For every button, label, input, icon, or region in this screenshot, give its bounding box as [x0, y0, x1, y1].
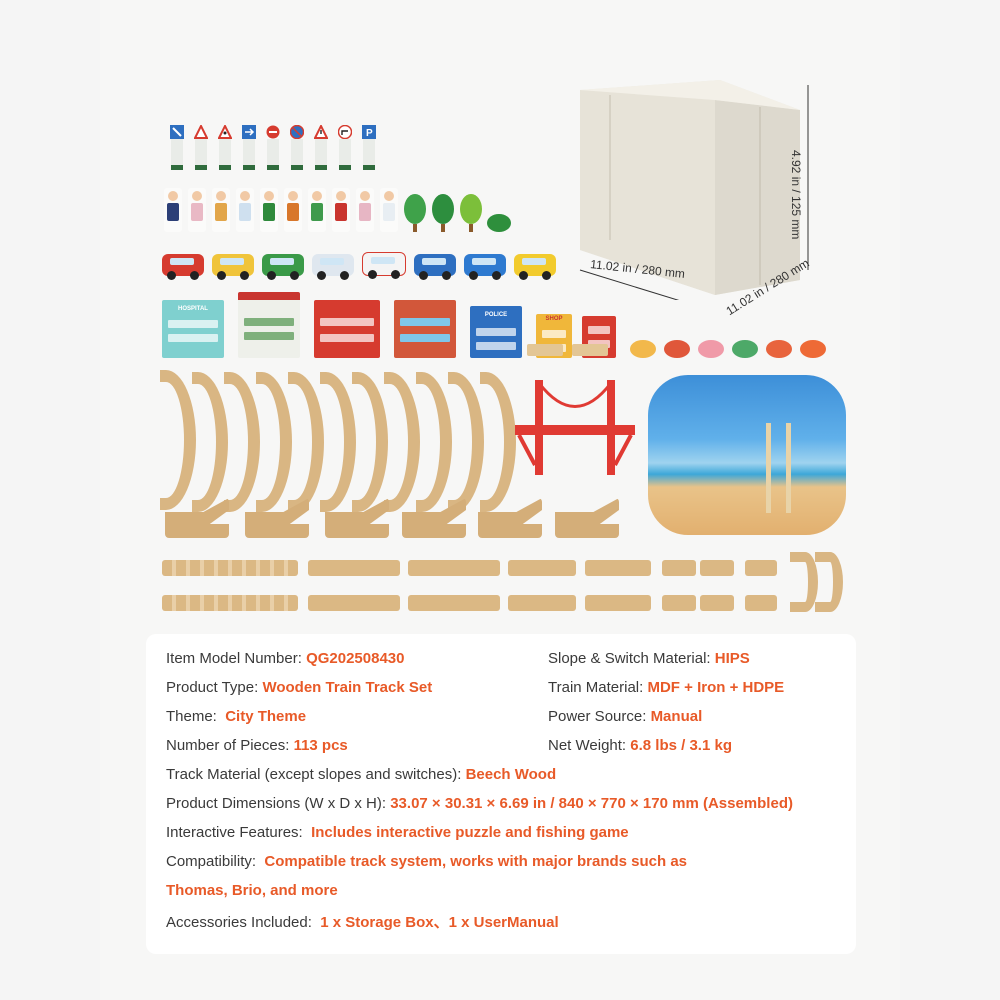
spec-dimensions: Product Dimensions (W x D x H): 33.07 × …	[166, 795, 793, 812]
turtle-figure	[732, 340, 758, 358]
stop-icon	[266, 125, 280, 139]
tree-piece	[404, 194, 426, 232]
clownfish-figure	[800, 340, 826, 358]
spec-product-type: Product Type: Wooden Train Track Set	[166, 679, 433, 696]
road-sign	[240, 125, 258, 170]
ice-cream-truck	[312, 254, 354, 280]
person-figure	[212, 188, 230, 232]
road-signs-row: P	[168, 125, 384, 170]
no-parking-icon	[290, 125, 304, 139]
shop-sign: SHOP	[545, 316, 563, 322]
police-sign: POLICE	[484, 312, 508, 318]
police-car	[464, 254, 506, 280]
tree-piece	[432, 194, 454, 232]
hospital-building: HOSPITAL	[162, 300, 224, 358]
straight-track	[662, 560, 696, 576]
spec-interactive: Interactive Features: Includes interacti…	[166, 824, 629, 841]
spec-compatibility-cont: Thomas, Brio, and more	[166, 882, 338, 899]
yellow-car	[212, 254, 254, 280]
spec-slope-material: Slope & Switch Material: HIPS	[548, 650, 750, 667]
fire-truck	[162, 254, 204, 280]
turn-arrow-icon	[338, 125, 352, 139]
svg-text:P: P	[366, 128, 373, 139]
straight-track	[308, 560, 400, 576]
straight-track	[508, 595, 576, 611]
taxi	[514, 254, 556, 280]
person-figure	[380, 188, 398, 232]
parking-icon: P	[362, 125, 376, 139]
person-figure	[284, 188, 302, 232]
starfish-figure	[630, 340, 656, 358]
octopus-figure	[698, 340, 724, 358]
warning-triangle-icon	[194, 125, 208, 139]
fire-station-building	[314, 300, 380, 358]
road-sign	[216, 125, 234, 170]
bridge-piece	[515, 380, 635, 475]
straight-track	[162, 595, 298, 611]
figures-row	[164, 188, 516, 232]
road-sign	[168, 125, 186, 170]
crab-figure	[664, 340, 690, 358]
beach-puzzle	[648, 375, 846, 535]
spec-track-material: Track Material (except slopes and switch…	[166, 766, 557, 783]
spec-net-weight: Net Weight: 6.8 lbs / 3.1 kg	[548, 737, 732, 754]
spec-theme: Theme: City Theme	[166, 708, 307, 725]
straight-track	[308, 595, 400, 611]
road-sign	[192, 125, 210, 170]
person-figure	[260, 188, 278, 232]
person-figure	[356, 188, 374, 232]
ambulance	[362, 252, 406, 279]
town-hall-building	[238, 292, 300, 358]
straight-track	[745, 595, 777, 611]
straight-track	[700, 560, 734, 576]
vehicles-row	[162, 252, 564, 280]
spec-accessories: Accessories Included: 1 x Storage Box、1 …	[166, 914, 559, 931]
spec-train-material: Train Material: MDF + Iron + HDPE	[548, 679, 785, 696]
spec-model: Item Model Number: QG202508430	[166, 650, 405, 667]
blue-van	[414, 254, 456, 280]
road-sign	[264, 125, 282, 170]
box-height-label: 4.92 in / 125 mm	[789, 150, 803, 240]
straight-track	[162, 560, 298, 576]
ramp-block	[572, 344, 608, 356]
straight-track	[408, 560, 500, 576]
hospital-sign: HOSPITAL	[178, 306, 208, 312]
person-figure	[188, 188, 206, 232]
arrow-right-icon	[242, 125, 256, 139]
shrimp-figure	[766, 340, 792, 358]
arrow-down-left-icon	[170, 125, 184, 139]
garbage-truck	[262, 254, 304, 280]
warning-triangle-icon	[314, 125, 328, 139]
person-figure	[236, 188, 254, 232]
police-station-building: POLICE	[470, 306, 522, 358]
road-sign: P	[360, 125, 378, 170]
person-figure	[332, 188, 350, 232]
school-building	[394, 300, 456, 358]
person-figure	[164, 188, 182, 232]
road-sign	[312, 125, 330, 170]
curved-track	[790, 552, 818, 612]
ramp-block	[527, 344, 563, 356]
curved-track	[815, 552, 843, 612]
straight-track	[585, 560, 651, 576]
bush-piece	[487, 214, 511, 232]
spec-power-source: Power Source: Manual	[548, 708, 703, 725]
straight-track	[585, 595, 651, 611]
straight-track	[745, 560, 777, 576]
spec-card: Item Model Number: QG202508430 Slope & S…	[146, 634, 856, 954]
spec-compatibility: Compatibility: Compatible track system, …	[166, 853, 688, 870]
straight-track	[508, 560, 576, 576]
straight-track	[408, 595, 500, 611]
straight-track	[662, 595, 696, 611]
spec-pieces: Number of Pieces: 113 pcs	[166, 737, 348, 754]
pedestrian-warning-icon	[218, 125, 232, 139]
road-sign	[336, 125, 354, 170]
buildings-row: HOSPITAL POLICE SHOP	[162, 292, 834, 358]
straight-track	[700, 595, 734, 611]
tree-piece	[460, 194, 482, 232]
person-figure	[308, 188, 326, 232]
road-sign	[288, 125, 306, 170]
storage-box	[579, 80, 809, 300]
